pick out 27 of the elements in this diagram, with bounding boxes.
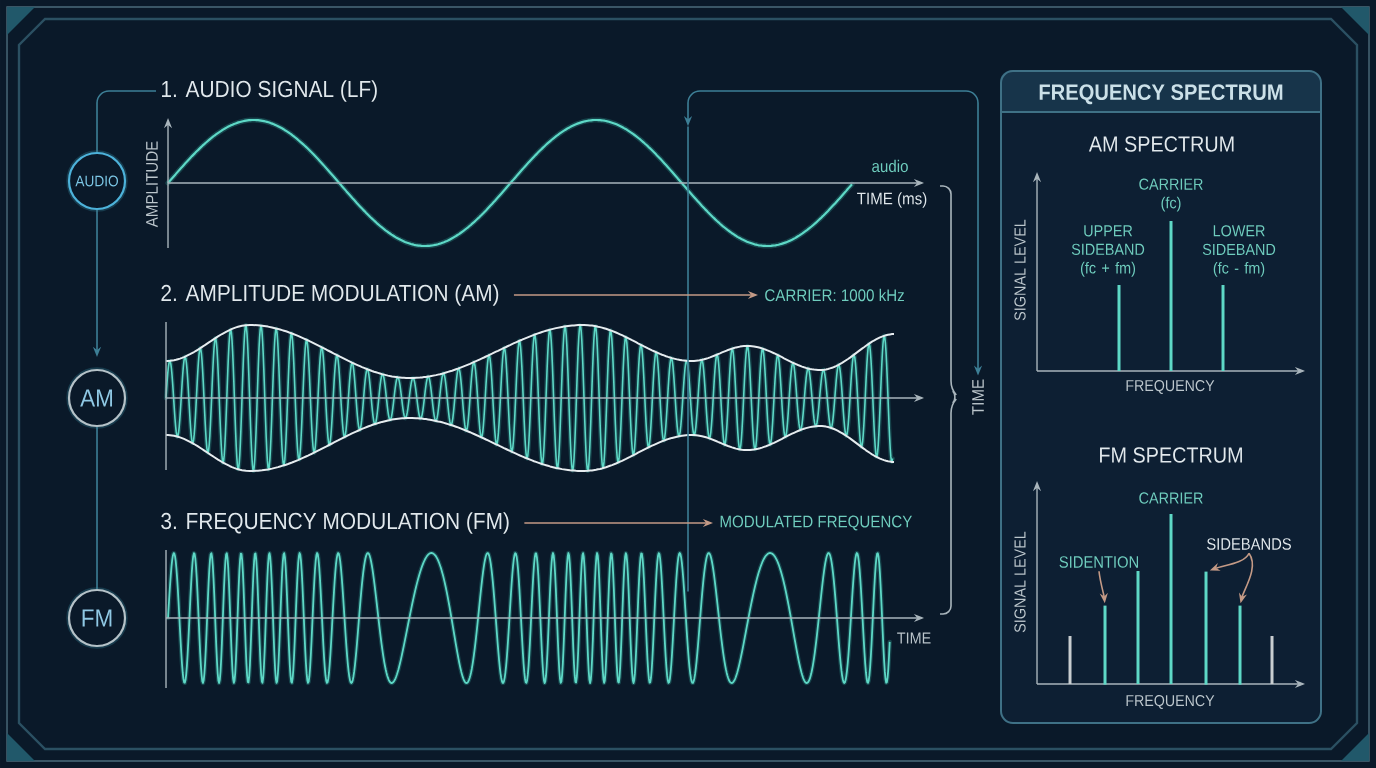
axis-label: AMPLITUDE — [146, 141, 158, 228]
spectrum-bar — [1103, 605, 1107, 685]
callout-text: SIDENTION — [1059, 556, 1138, 568]
note-text: CARRIER: 1000 kHz — [765, 288, 904, 302]
peak-label: CARRIER — [1139, 492, 1203, 504]
peak-label: CARRIER (fc) — [1139, 178, 1203, 212]
peak-label: LOWER SIDEBAND (fc - fm) — [1202, 225, 1276, 277]
axis-label: SIGNAL LEVEL — [1014, 219, 1026, 321]
axis-label: SIGNAL LEVEL — [1014, 531, 1026, 633]
peak-label: UPPER SIDEBAND (fc + fm) — [1071, 225, 1145, 277]
axis-label: FREQUENCY — [1126, 380, 1215, 394]
circle-node: FM — [66, 587, 128, 649]
section-title: 3. FREQUENCY MODULATION (FM) — [161, 512, 509, 534]
connector-line — [96, 90, 157, 153]
brace-label: TIME — [972, 379, 984, 415]
callout-text: SIDEBANDS — [1207, 538, 1291, 550]
section-title: 2. AMPLITUDE MODULATION (AM) — [161, 284, 499, 306]
chart-title: AM SPECTRUM — [1088, 136, 1234, 152]
note-text: MODULATED FREQUENCY — [720, 515, 912, 531]
section-title: 1. AUDIO SIGNAL (LF) — [162, 80, 377, 102]
circle-node: AUDIO — [66, 150, 128, 212]
axis-label: FREQUENCY — [1126, 695, 1215, 709]
spectrum-bar — [1238, 605, 1242, 685]
circle-node: AM — [66, 367, 128, 429]
chart-title: FM SPECTRUM — [1100, 447, 1242, 463]
connector-line — [96, 426, 98, 590]
spectrum-bar — [1204, 571, 1208, 685]
